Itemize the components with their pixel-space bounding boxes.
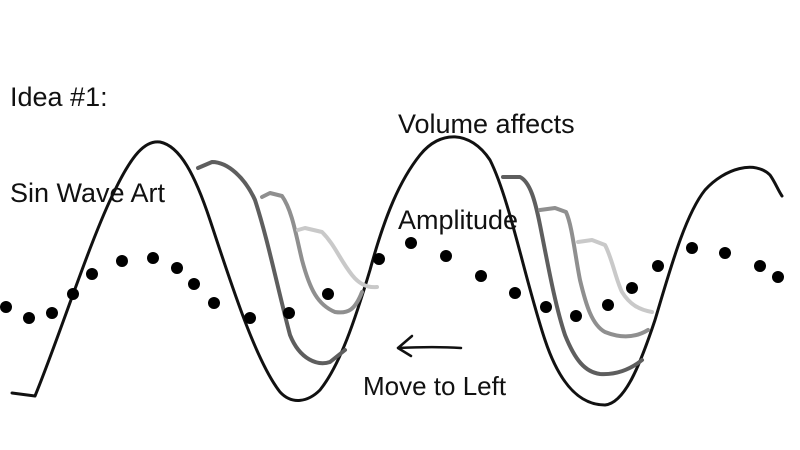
wave-dot [23,312,35,324]
volume-amplitude-note: Volume affects Amplitude [398,44,575,268]
wave-dot [322,288,334,300]
volume-note-line2: Amplitude [398,205,519,235]
wave-dot [244,312,256,324]
wave-dot [171,262,183,274]
wave-dot [86,268,98,280]
wave-dot [509,287,521,299]
wave-dot [686,242,698,254]
wave-dot [188,278,200,290]
wave-dot [67,288,79,300]
wave-dot [540,301,552,313]
trail-wave-mid-2 [538,206,650,339]
wave-dot [652,260,664,272]
wave-dot [0,301,12,313]
idea-title-note: Idea #1: Sin Wave Art [10,17,165,241]
dotted-wave [0,237,784,324]
wave-dot [208,297,220,309]
wave-dot [719,247,731,259]
wave-dot [772,271,784,283]
idea-number-text: Idea #1: [10,82,108,112]
volume-note-line1: Volume affects [398,109,575,139]
left-arrow-icon [396,334,463,358]
move-left-label: Move to Left [363,371,507,401]
wave-dot [440,250,452,262]
wave-dot [570,310,582,322]
wave-dot [626,282,638,294]
wave-dot [373,253,385,265]
trail-wave-light-1 [296,226,379,290]
idea-title-text: Sin Wave Art [10,178,166,208]
wave-dot [475,270,487,282]
wave-dot [754,260,766,272]
trail-wave-light-2 [576,238,654,314]
trail-wave-mid-1 [260,191,364,315]
wave-dot [46,307,58,319]
wave-dot [405,237,417,249]
trail-wave-dark-1 [196,160,347,366]
wave-dot [147,252,159,264]
wave-dot [602,299,614,311]
wave-dot [283,307,295,319]
trail-wave-dark-2 [501,175,644,377]
wave-dot [116,255,128,267]
main-sine-wave [10,135,784,407]
